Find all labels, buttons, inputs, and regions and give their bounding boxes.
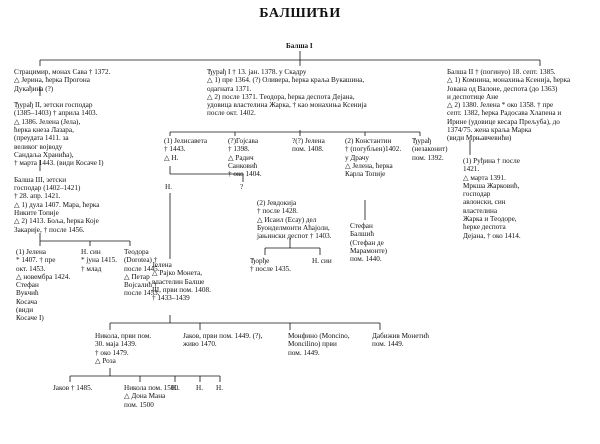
node-n-single: Н. [165, 183, 172, 191]
node-teodora: Теодора (Dorotea) † после 1445. △ Петар … [124, 248, 160, 298]
node-jakov-i: Јаков, први пом. 1449. (?), живо 1470. [183, 332, 263, 349]
node-jelisaveta: (1) Јелисавета † 1443. △ Н. [164, 137, 208, 162]
node-question: ? [240, 183, 244, 191]
page-title: БАЛШИЋИ [259, 6, 341, 21]
node-goisava: (?)Гојсава † 1398. △ Радич Санковић † ок… [228, 137, 262, 179]
node-stracimir: Страцимир, монах Сава † 1372. △ Јерина, … [14, 68, 111, 234]
node-konstantin: (2) Константин † (погубљен)1402. у Драчу… [345, 137, 402, 179]
node-djuradj-i: Ђурађ I † 13. јан. 1378. у Скадру △ 1) п… [207, 68, 367, 118]
node-jelena-kosaca: (1) Јелена * 1407. † пре окт. 1453. △ но… [16, 248, 71, 323]
node-n-sinovi: Н. сии [312, 257, 332, 265]
node-djuradj-illegitimate: Ђурађ (незаконит) пом. 1392. [412, 137, 448, 162]
node-n-child-1: Н. [171, 384, 178, 392]
node-n-child-3: Н. [216, 384, 223, 392]
node-jelena-rajko: Јелена △ Рајко Монета, властелин Балше I… [152, 261, 211, 303]
node-n-child-2: Н. [196, 384, 203, 392]
node-djordje: Ђорђе † после 1435. [250, 257, 291, 274]
node-jelena-question: ?(?) Јелена пом. 1408. [292, 137, 325, 154]
node-balsa-ii: Балша II † (погинуо) 18. септ. 1385. △ 1… [447, 68, 571, 143]
node-jakov-ii: Јаков † 1485. [53, 384, 93, 392]
node-nikola-i: Никола, први пом. 30. маја 1439. † око 1… [95, 332, 152, 365]
node-jevdokija: (2) Јевдокија † после 1428. △ Исаил (Еса… [257, 199, 332, 241]
node-stefan-balsic: Стефан Балшић (Стефан де Марамонте) пом.… [350, 222, 388, 264]
node-nikola-ii: Никола пом. 1500. △ Дона Мана пом. 1500 [124, 384, 180, 409]
node-n-sin: Н. син * јуна 1415. † млад [81, 248, 117, 273]
node-rudjina: (1) Руђина † после 1421. △ марта 1391. М… [463, 157, 521, 240]
node-dabizhiv: Дабижив Монетић пом. 1449. [372, 332, 430, 349]
node-balsa-i: Балша I [286, 42, 313, 50]
node-monfino: Монфино (Moncino, Moncilino) први пом. 1… [288, 332, 350, 357]
